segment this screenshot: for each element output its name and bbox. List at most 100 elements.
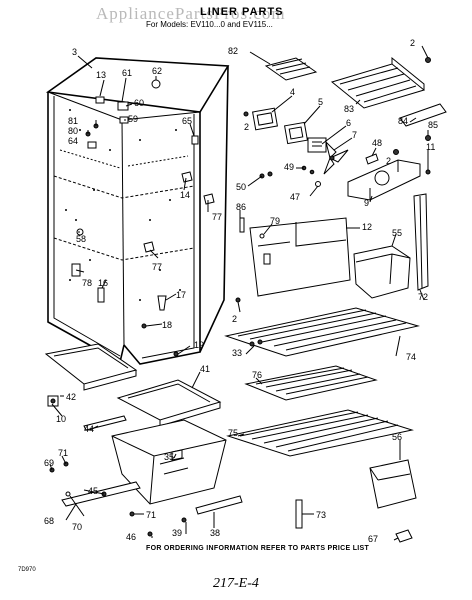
- door-bin-56[interactable]: [369, 459, 417, 509]
- callout-58: 58: [76, 234, 86, 244]
- screw-2-top[interactable]: [425, 57, 431, 63]
- spacer-16[interactable]: [97, 287, 105, 303]
- callout-9: 9: [364, 198, 369, 208]
- shelf-support-77-lower[interactable]: [143, 241, 155, 253]
- gasket-frame-4[interactable]: [252, 107, 278, 131]
- clip-70[interactable]: [65, 491, 71, 497]
- crisper-drawer-45[interactable]: [111, 419, 227, 505]
- callout-76: 76: [252, 370, 262, 380]
- callout-48: 48: [372, 138, 382, 148]
- drawer-cover-42[interactable]: [44, 343, 138, 391]
- callout-83: 83: [344, 104, 354, 114]
- bracket-64[interactable]: [87, 141, 97, 149]
- ordering-footer: FOR ORDERING INFORMATION REFER TO PARTS …: [146, 545, 370, 552]
- callout-14: 14: [180, 190, 190, 200]
- callout-13: 13: [96, 70, 106, 80]
- callout-2: 2: [410, 38, 415, 48]
- support-strut-73[interactable]: [295, 499, 303, 529]
- screw-85[interactable]: [425, 135, 431, 141]
- fan-blade-7[interactable]: [323, 140, 349, 175]
- callout-11: 11: [426, 142, 435, 152]
- drawer-trim-38[interactable]: [195, 495, 243, 515]
- screw-33[interactable]: [249, 339, 263, 347]
- screw-2-frame[interactable]: [243, 111, 249, 117]
- callout-77-upper: 77: [212, 212, 222, 222]
- screw-49[interactable]: [301, 165, 315, 175]
- shelf-support-77-upper[interactable]: [203, 193, 215, 205]
- callout-44: 44: [84, 424, 94, 434]
- callout-5: 5: [318, 97, 323, 107]
- screw-19[interactable]: [173, 351, 179, 357]
- model-subtitle: For Models: EV110...0 and EV115...: [146, 20, 273, 29]
- callout-41: 41: [200, 364, 210, 374]
- clip-79[interactable]: [259, 233, 265, 239]
- callout-79: 79: [270, 216, 280, 226]
- screw-2-shroud[interactable]: [393, 149, 399, 155]
- callout-68: 68: [44, 516, 54, 526]
- slide-rail-44[interactable]: [83, 415, 127, 431]
- callout-80: 80: [68, 126, 78, 136]
- screw-46[interactable]: [147, 531, 153, 537]
- bin-clip-67[interactable]: [395, 529, 413, 543]
- callout-49: 49: [284, 162, 294, 172]
- light-bulb-62[interactable]: [151, 79, 161, 89]
- callout-86: 86: [236, 202, 246, 212]
- crisper-tray-41[interactable]: [116, 379, 222, 427]
- control-bracket-13[interactable]: [95, 96, 105, 104]
- toe-grille-rail-68[interactable]: [61, 481, 141, 507]
- callout-72: 72: [418, 292, 428, 302]
- callout-55: 55: [392, 228, 402, 238]
- freezer-shelf-83[interactable]: [330, 56, 426, 109]
- callout-45: 45: [88, 486, 98, 496]
- callout-47: 47: [290, 192, 300, 202]
- wire-shelf-76[interactable]: [244, 365, 378, 401]
- screw-39[interactable]: [181, 517, 187, 523]
- screw-18[interactable]: [141, 323, 147, 329]
- callout-64: 64: [68, 136, 78, 146]
- shelf-support-14[interactable]: [181, 171, 193, 183]
- callout-17: 17: [176, 290, 186, 300]
- callout-2-shroud: 2: [386, 156, 391, 166]
- cabinet-liner-part[interactable]: [45, 57, 230, 365]
- watermark: AppliancePartsPros.com: [96, 4, 286, 23]
- callout-56: 56: [392, 432, 402, 442]
- wire-shelf-74[interactable]: [224, 307, 420, 357]
- storage-bin-55[interactable]: [353, 245, 411, 299]
- screw-2-cover[interactable]: [235, 297, 241, 303]
- air-duct-82[interactable]: [264, 57, 318, 81]
- callout-6: 6: [346, 118, 351, 128]
- callout-78: 78: [82, 278, 92, 288]
- wire-shelf-75[interactable]: [226, 409, 414, 457]
- callout-7: 7: [352, 130, 357, 140]
- grommet-47[interactable]: [315, 181, 321, 187]
- callout-85: 85: [428, 120, 438, 130]
- screw-11[interactable]: [425, 169, 431, 175]
- callout-labels: 2 3 82 13 61 62 4 5 60 59 81 80 83 84 85…: [44, 38, 438, 544]
- light-socket-60[interactable]: [117, 101, 129, 111]
- drain-17[interactable]: [157, 295, 167, 311]
- callout-65: 65: [182, 116, 192, 126]
- callout-70: 70: [72, 522, 82, 532]
- shelf-support-65[interactable]: [191, 135, 199, 145]
- callout-75: 75: [228, 428, 238, 438]
- callout-38: 38: [210, 528, 220, 538]
- evaporator-cover-12[interactable]: [249, 217, 351, 297]
- callout-19: 19: [194, 340, 204, 350]
- callout-10: 10: [56, 414, 66, 424]
- callout-33: 33: [232, 348, 242, 358]
- fan-shroud-9[interactable]: [347, 159, 421, 201]
- drain-trough-86[interactable]: [239, 217, 245, 233]
- callout-39: 39: [172, 528, 182, 538]
- callout-84: 84: [398, 116, 408, 126]
- callout-2-cover: 2: [232, 314, 237, 324]
- callout-67: 67: [368, 534, 378, 544]
- callout-74: 74: [406, 352, 416, 362]
- screw-71-lower[interactable]: [129, 511, 135, 517]
- fan-motor-6[interactable]: [307, 137, 327, 153]
- side-rail-72[interactable]: [413, 193, 429, 291]
- callout-42: 42: [66, 392, 76, 402]
- screw-50[interactable]: [259, 171, 273, 179]
- hinge-bracket-10[interactable]: [47, 395, 59, 407]
- gasket-frame-5[interactable]: [284, 121, 308, 145]
